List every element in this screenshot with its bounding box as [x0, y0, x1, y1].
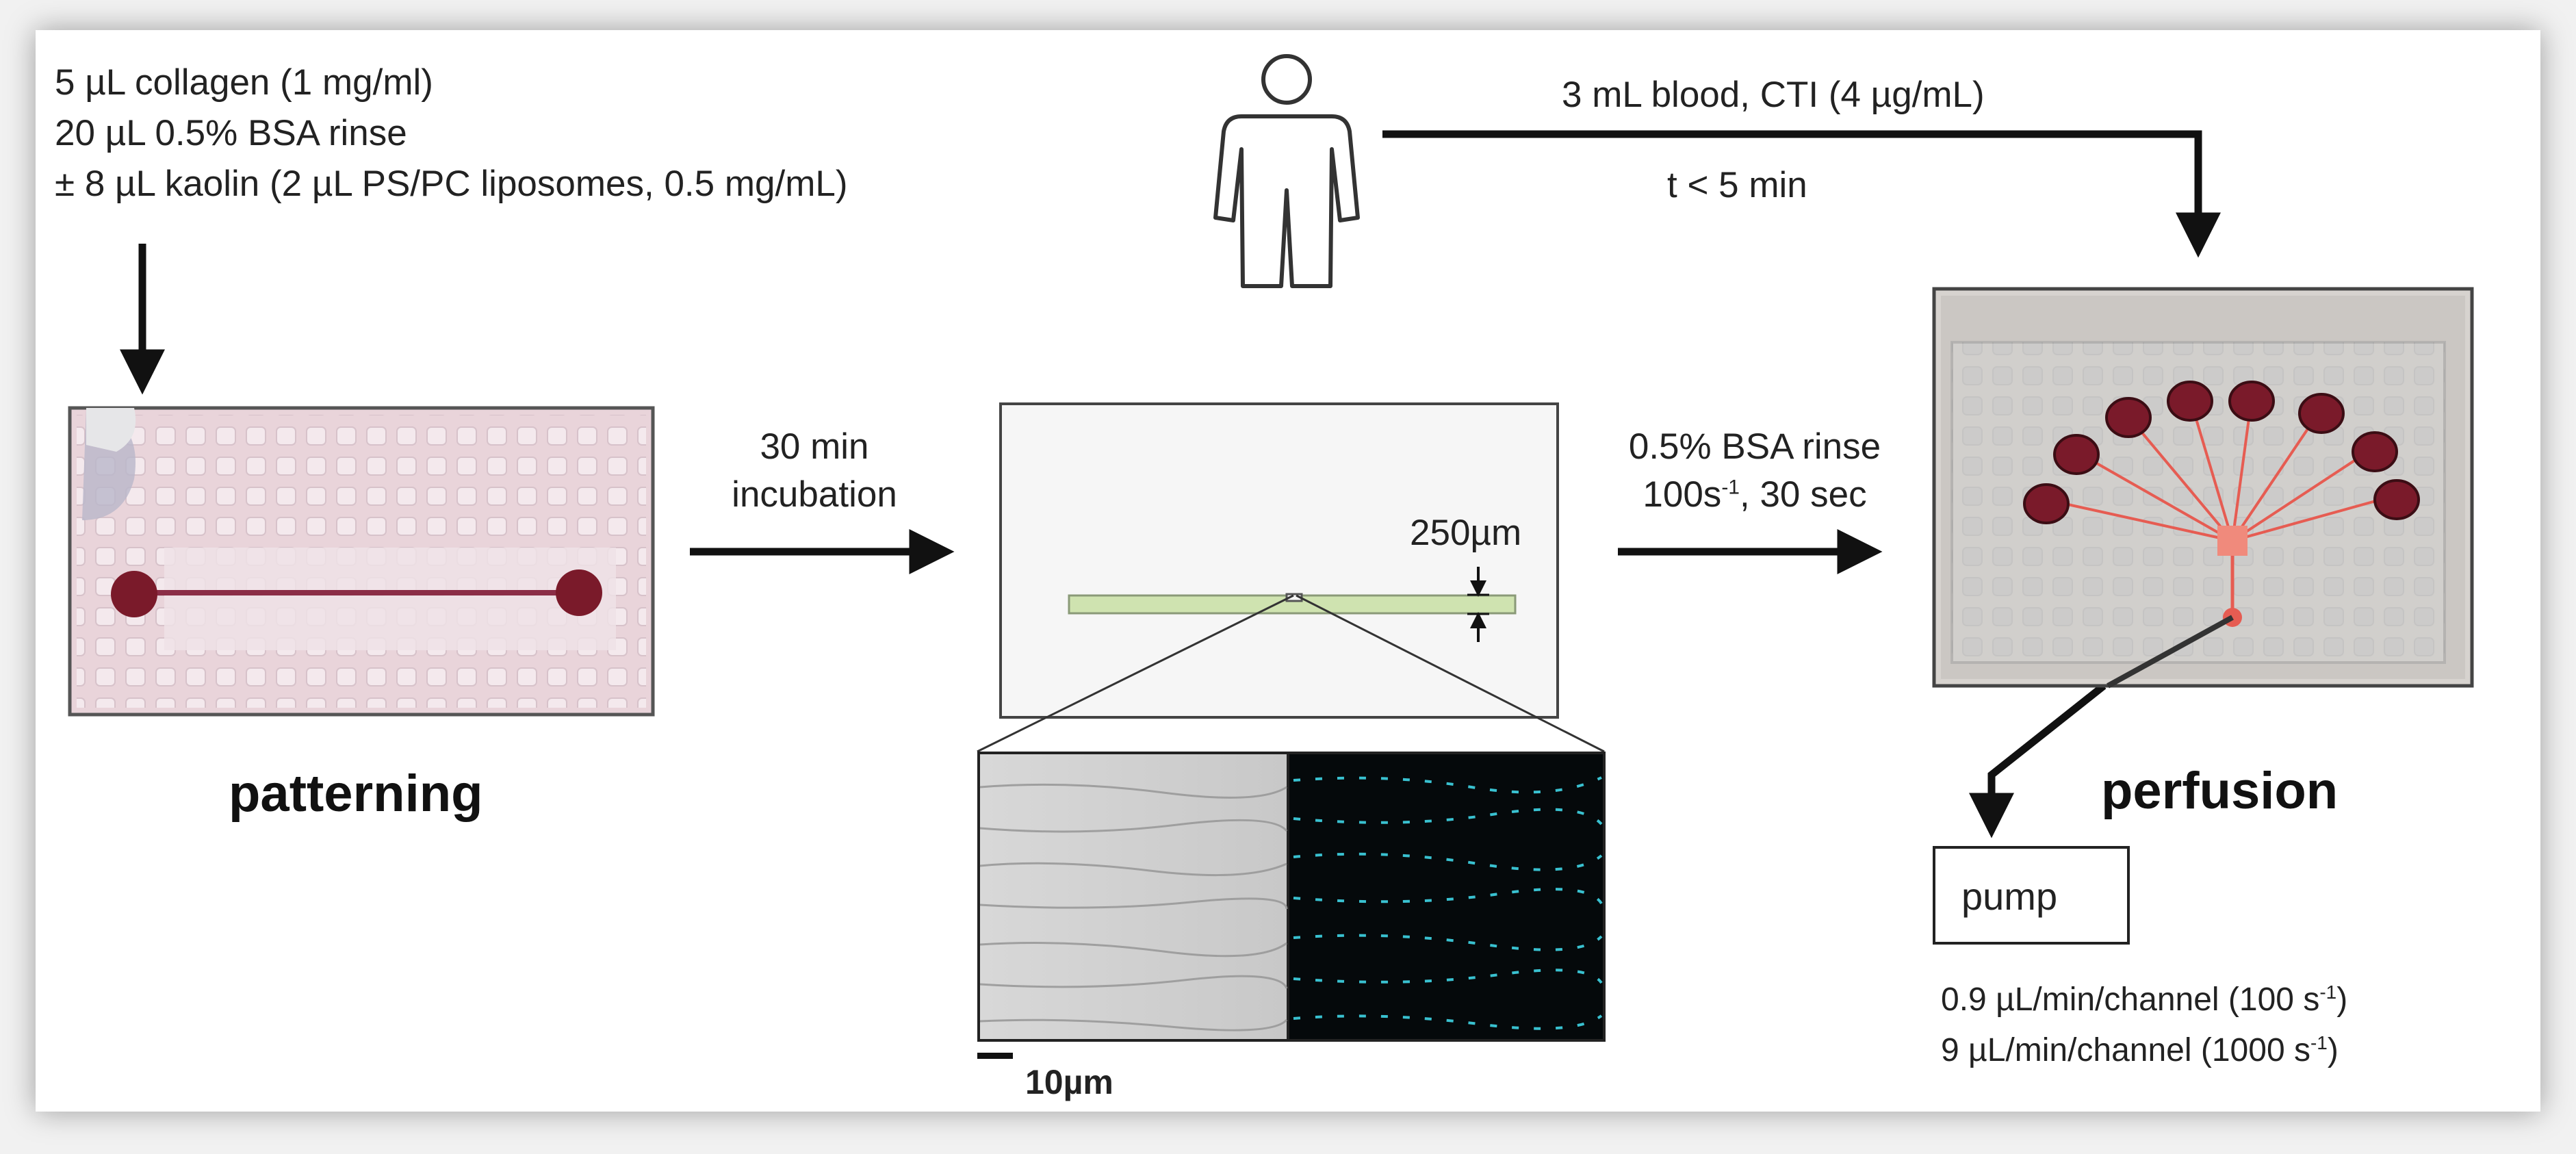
perfusion-device-photo — [1932, 287, 2474, 689]
reagent-collagen: 5 µL collagen (1 mg/ml) — [55, 62, 433, 103]
rinse-shear-exponent: -1 — [1721, 476, 1740, 499]
flow-rate-1000-tail: ) — [2327, 1032, 2339, 1068]
flow-rate-1000-exp: -1 — [2310, 1032, 2328, 1053]
arrow-device-to-pump — [1969, 682, 2107, 838]
flow-rate-1000-main: 9 µL/min/channel (1000 s — [1941, 1032, 2310, 1068]
flow-rate-100-tail: ) — [2336, 982, 2348, 1018]
incubation-label: incubation — [732, 474, 897, 515]
rinse-label: 0.5% BSA rinse — [1628, 426, 1881, 467]
reagent-bsa-rinse: 20 µL 0.5% BSA rinse — [55, 113, 407, 153]
flow-rate-100-exp: -1 — [2319, 982, 2337, 1003]
pump-box — [1933, 846, 2130, 945]
patterning-label: patterning — [229, 765, 483, 823]
flow-rate-100: 0.9 µL/min/channel (100 s-1) — [1941, 983, 2347, 1016]
reagent-kaolin: ± 8 µL kaolin (2 µL PS/PC liposomes, 0.5… — [55, 164, 848, 204]
patterning-chip-photo — [68, 406, 655, 717]
incubation-time: 30 min — [760, 426, 869, 467]
perfusion-label: perfusion — [2101, 762, 2339, 820]
pump-label: pump — [1961, 875, 2058, 918]
rinse-duration: , 30 sec — [1740, 474, 1867, 515]
rinse-shear-duration: 100s-1, 30 sec — [1597, 476, 1912, 513]
blood-time-label: t < 5 min — [1667, 165, 1807, 205]
scale-bar-label: 10µm — [1025, 1063, 1113, 1101]
micrograph-panels — [977, 752, 1606, 1059]
rinse-shear-rate: 100s — [1643, 474, 1722, 515]
channel-schematic — [977, 402, 1605, 753]
person-icon — [1213, 54, 1360, 288]
channel-width-label: 250µm — [1410, 513, 1522, 553]
blood-sample-label: 3 mL blood, CTI (4 µg/mL) — [1562, 75, 1985, 115]
flow-rate-1000: 9 µL/min/channel (1000 s-1) — [1941, 1034, 2339, 1067]
flow-rate-100-main: 0.9 µL/min/channel (100 s — [1941, 982, 2320, 1018]
arrow-blood-to-device — [1382, 130, 2221, 258]
